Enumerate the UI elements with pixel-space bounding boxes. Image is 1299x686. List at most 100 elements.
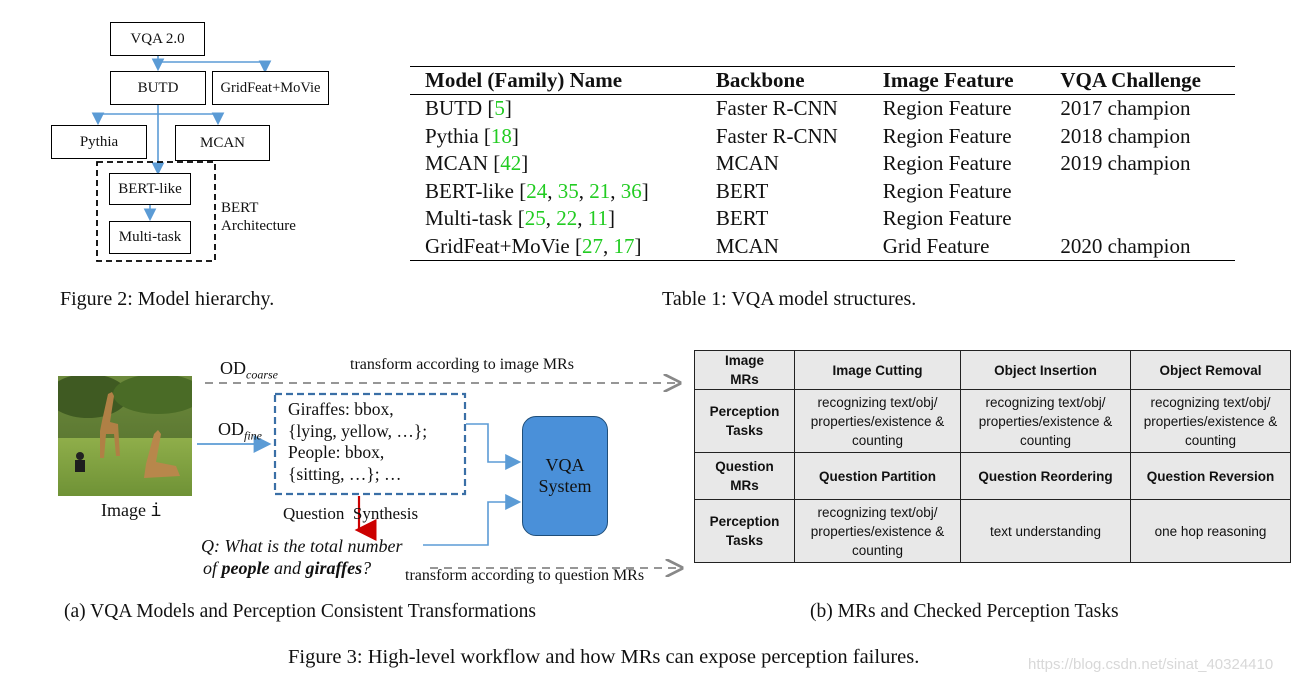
table-cell: recognizing text/obj/ properties/existen… bbox=[794, 389, 961, 453]
od-coarse-label: ODcoarse bbox=[220, 358, 278, 383]
cell-model-name: Multi-task [25, 22, 11] bbox=[425, 206, 615, 231]
model-name-text: GridFeat+MoVie [ bbox=[425, 233, 582, 258]
cell-model-name: Pythia [18] bbox=[425, 123, 519, 148]
citation-link[interactable]: 25 bbox=[524, 206, 546, 231]
cell-vqa-challenge: 2019 champion bbox=[1060, 151, 1191, 176]
table-cell: recognizing text/obj/ properties/existen… bbox=[1130, 389, 1291, 453]
cell-vqa-challenge bbox=[1045, 178, 1235, 206]
header-vqa-challenge: VQA Challenge bbox=[1060, 68, 1201, 92]
citation-link[interactable]: 21 bbox=[589, 178, 611, 203]
citation-link[interactable]: 17 bbox=[613, 233, 635, 258]
bert-architecture-label: BERT Architecture bbox=[221, 199, 296, 235]
cell-vqa-challenge: 2017 champion bbox=[1060, 96, 1191, 121]
cell-backbone: BERT bbox=[715, 206, 769, 231]
hierarchy-connectors bbox=[91, 55, 272, 262]
table-cell: Image Cutting bbox=[794, 350, 961, 390]
citation-link[interactable]: 42 bbox=[500, 151, 522, 176]
citation-link[interactable]: 11 bbox=[587, 206, 608, 231]
question-line-2: of people and giraffes? bbox=[201, 557, 402, 579]
citation-link[interactable]: 5 bbox=[494, 96, 505, 121]
watermark: https://blog.csdn.net/sinat_40324410 bbox=[1028, 656, 1274, 673]
vqa-system-block: VQA System bbox=[522, 416, 608, 536]
question-mark: ? bbox=[362, 558, 372, 578]
image-label: Image i bbox=[101, 500, 161, 522]
citation-link[interactable]: 35 bbox=[557, 178, 579, 203]
citation-link[interactable]: 36 bbox=[620, 178, 642, 203]
header-model-name: Model (Family) Name bbox=[425, 68, 623, 92]
cell-model-name: BUTD [5] bbox=[425, 96, 512, 121]
model-name-text: BUTD [ bbox=[425, 96, 495, 121]
table-cell: Object Insertion bbox=[960, 350, 1131, 390]
node-multi-task: Multi-task bbox=[109, 221, 191, 254]
detection-line-4: {sitting, …}; … bbox=[288, 463, 402, 484]
row-header-cell: Perception Tasks bbox=[694, 389, 795, 453]
vqa-system-line2: System bbox=[538, 476, 592, 496]
vqa-system-line1: VQA bbox=[545, 455, 585, 475]
row-header-cell: Image MRs bbox=[694, 350, 795, 390]
giraffe-photo bbox=[58, 376, 192, 496]
bert-architecture-label-line1: BERT bbox=[221, 200, 259, 216]
node-butd: BUTD bbox=[110, 71, 206, 105]
node-pythia: Pythia bbox=[51, 125, 147, 159]
od-coarse-main: OD bbox=[220, 358, 246, 378]
bert-architecture-label-line2: Architecture bbox=[221, 218, 296, 234]
table-cell: Object Removal bbox=[1130, 350, 1291, 390]
cell-vqa-challenge bbox=[1045, 205, 1235, 233]
figure-3a-caption: (a) VQA Models and Perception Consistent… bbox=[64, 601, 536, 622]
cell-image-feature: Grid Feature bbox=[882, 233, 990, 258]
table-1-row: BERT-like [24, 35, 21, 36] BERT Region Fea… bbox=[410, 178, 1235, 206]
cell-backbone: BERT bbox=[715, 178, 769, 203]
question-synthesis-label: Question Synthesis bbox=[283, 504, 419, 523]
cell-image-feature: Region Feature bbox=[882, 123, 1012, 148]
question-and: and bbox=[269, 558, 306, 578]
citation-link[interactable]: 22 bbox=[556, 206, 578, 231]
table-1-row: Pythia [18] Faster R-CNN Region Feature 201… bbox=[410, 123, 1235, 151]
header-backbone: Backbone bbox=[715, 68, 805, 92]
question-giraffes: giraffes bbox=[305, 558, 363, 578]
question-of: of bbox=[203, 558, 222, 578]
detection-line-1: Giraffes: bbox, bbox=[288, 399, 394, 419]
model-name-text: BERT-like [ bbox=[425, 178, 527, 203]
cell-backbone: MCAN bbox=[715, 233, 779, 258]
table-1-caption: Table 1: VQA model structures. bbox=[662, 288, 917, 310]
generated-question: Q: What is the total number of people an… bbox=[201, 535, 402, 579]
transform-image-label: transform according to image MRs bbox=[350, 356, 574, 373]
cell-backbone: Faster R-CNN bbox=[715, 96, 838, 121]
citation-link[interactable]: 27 bbox=[581, 233, 603, 258]
question-people: people bbox=[221, 558, 270, 578]
cell-image-feature: Region Feature bbox=[882, 96, 1012, 121]
node-gridfeat-movie: GridFeat+MoVie bbox=[212, 71, 329, 105]
table-1-row: GridFeat+MoVie [27, 17] MCAN Grid Feature 2… bbox=[410, 233, 1235, 261]
cell-vqa-challenge: 2018 champion bbox=[1060, 123, 1191, 148]
table-cell: recognizing text/obj/ properties/existen… bbox=[960, 389, 1131, 453]
od-fine-label: ODfine bbox=[218, 419, 262, 444]
table-cell: Question Reversion bbox=[1130, 452, 1291, 500]
workflow-arrows bbox=[197, 340, 700, 600]
model-name-text: MCAN [ bbox=[425, 151, 501, 176]
row-header-cell: Question MRs bbox=[694, 452, 795, 500]
citation-link[interactable]: 18 bbox=[490, 123, 512, 148]
image-label-text: Image bbox=[101, 500, 151, 520]
table-1-row: BUTD [5] Faster R-CNN Region Feature 2017 c… bbox=[410, 95, 1235, 123]
cell-model-name: GridFeat+MoVie [27, 17] bbox=[425, 233, 642, 258]
cell-model-name: BERT-like [24, 35, 21, 36] bbox=[425, 178, 649, 203]
figure-3-caption: Figure 3: High-level workflow and how MR… bbox=[288, 646, 920, 668]
table-1-header-row: Model (Family) Name Backbone Image Featu… bbox=[410, 66, 1235, 95]
figure-2-caption: Figure 2: Model hierarchy. bbox=[60, 288, 275, 310]
od-fine-sub: fine bbox=[244, 428, 262, 443]
header-image-feature: Image Feature bbox=[882, 68, 1014, 92]
cell-backbone: Faster R-CNN bbox=[715, 123, 838, 148]
detection-line-2: {lying, yellow, …}; bbox=[288, 420, 428, 441]
image-label-variable: i bbox=[150, 502, 162, 522]
citation-link[interactable]: 24 bbox=[526, 178, 548, 203]
table-cell: Question Reordering bbox=[960, 452, 1131, 500]
cell-image-feature: Region Feature bbox=[882, 178, 1012, 203]
row-header-cell: Perception Tasks bbox=[694, 499, 795, 563]
od-coarse-sub: coarse bbox=[246, 367, 278, 382]
model-name-text: Pythia [ bbox=[425, 123, 491, 148]
node-bert-like: BERT-like bbox=[109, 173, 191, 205]
model-name-text: Multi-task [ bbox=[425, 206, 525, 231]
